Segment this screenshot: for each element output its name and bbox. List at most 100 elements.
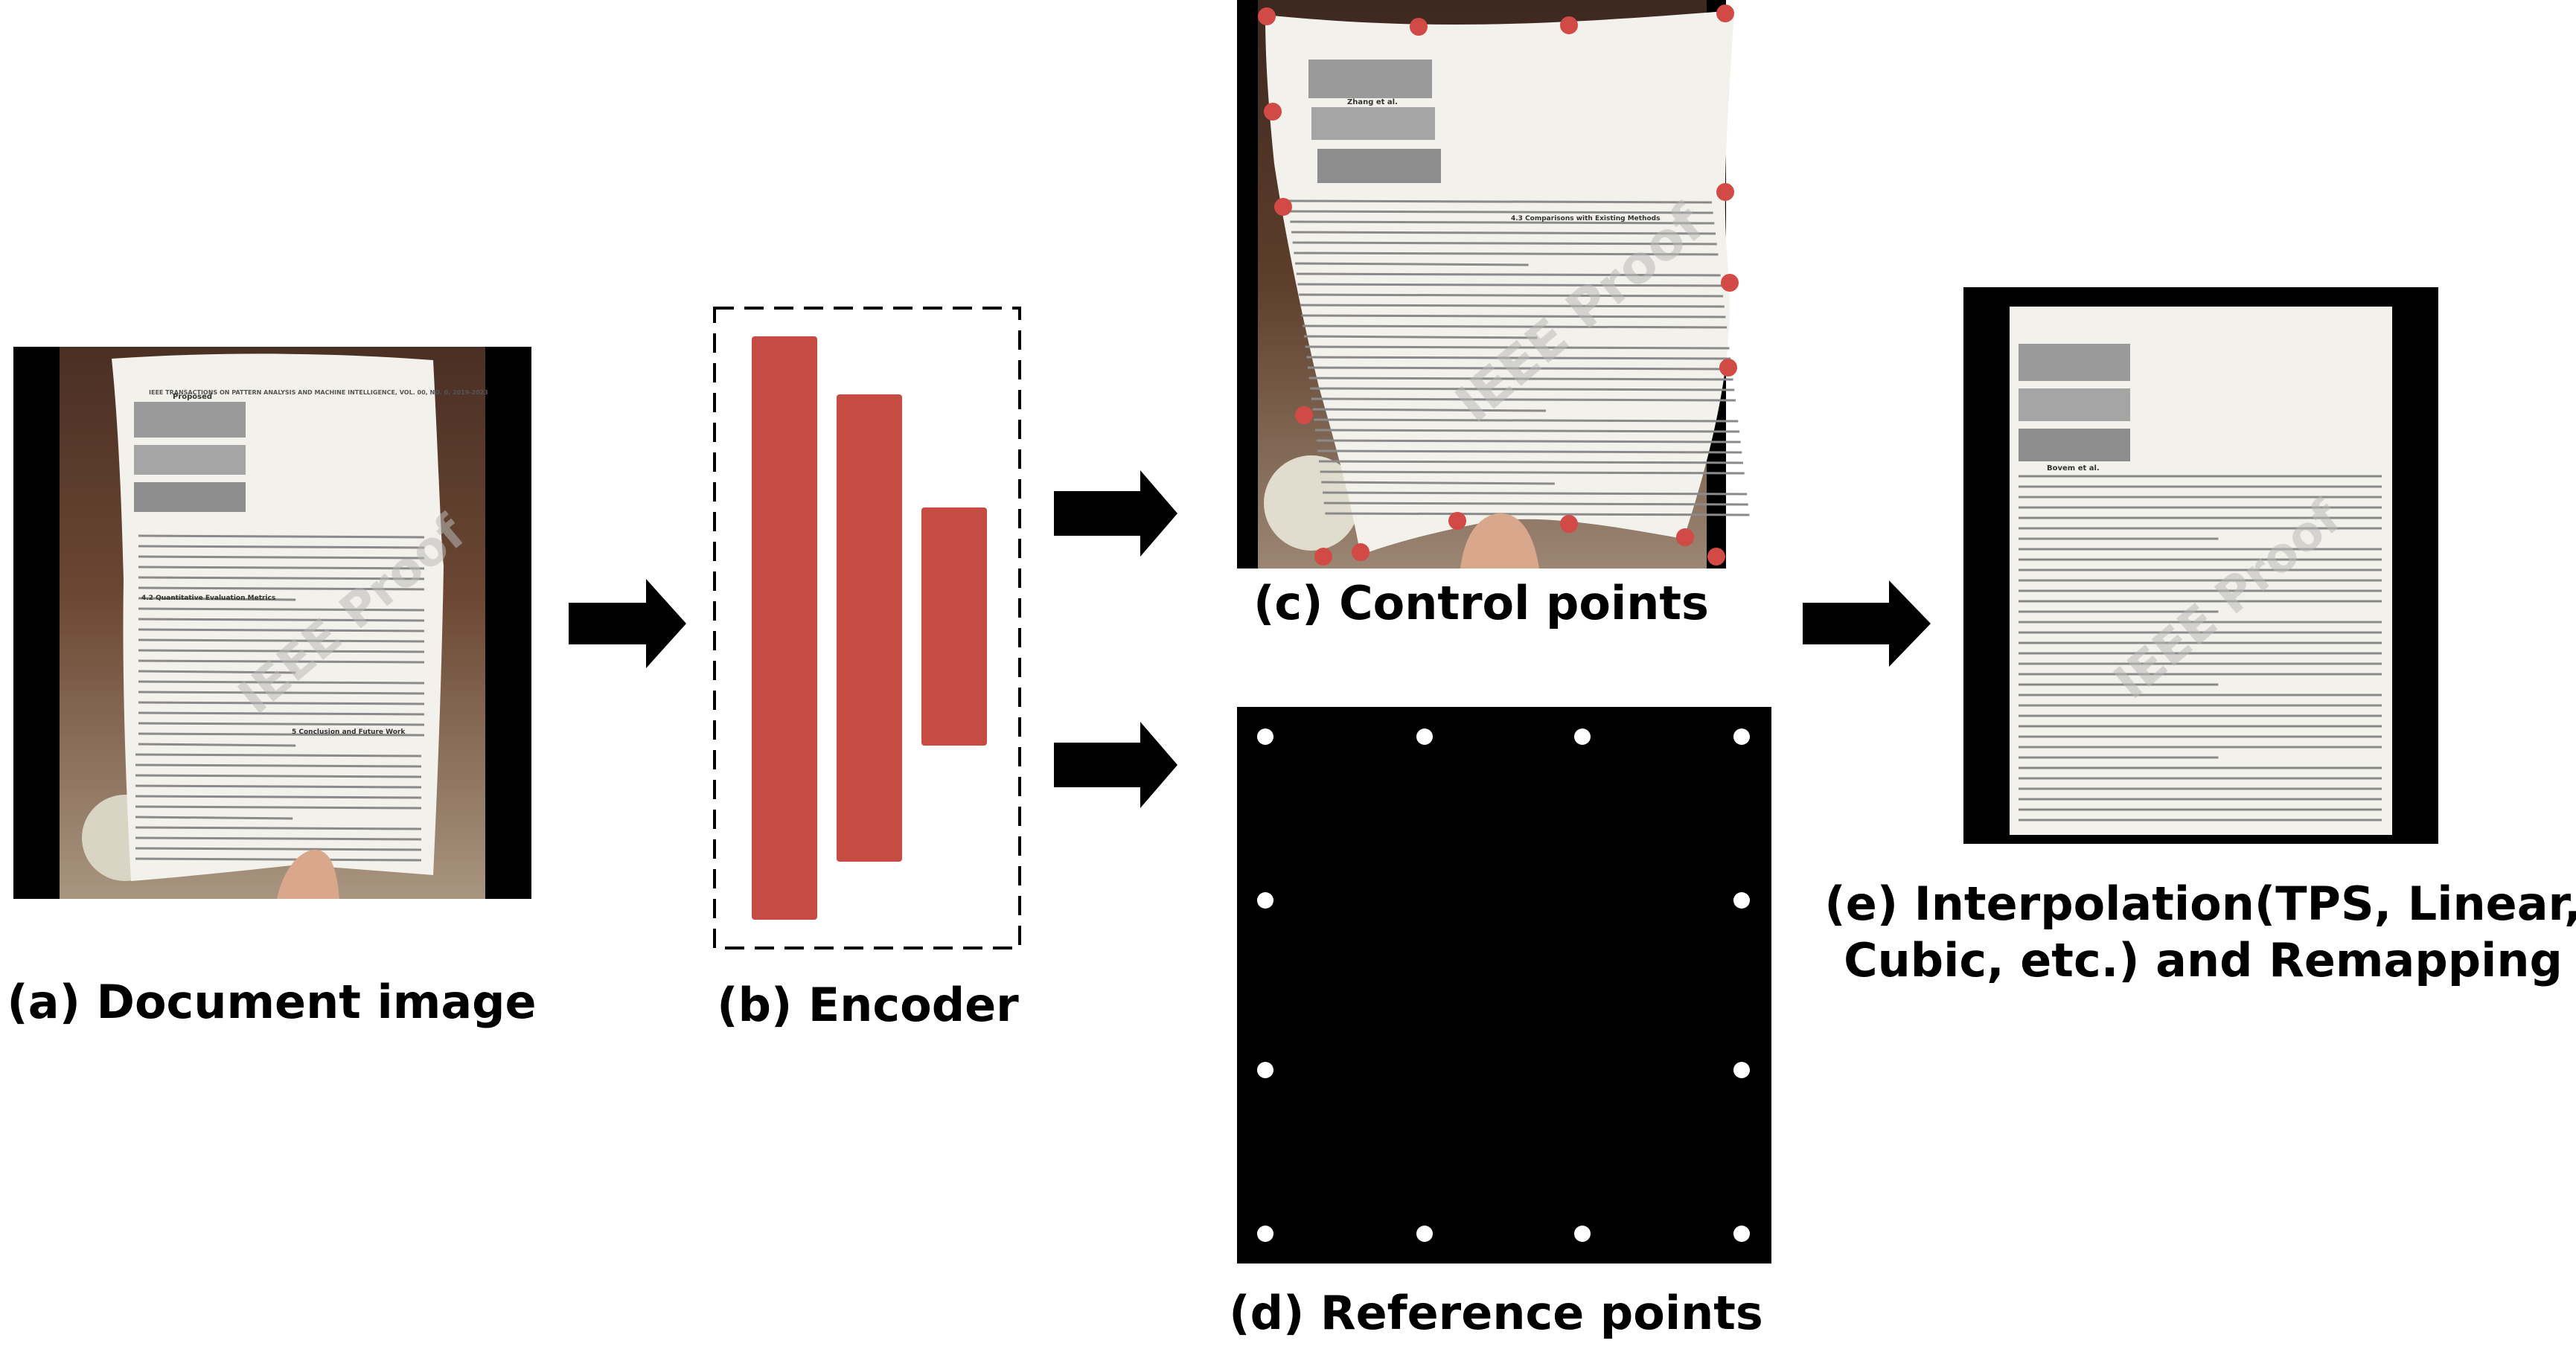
text-line xyxy=(1323,491,1748,496)
results-table xyxy=(1311,107,1435,140)
reference-points-panel: (d) Reference points xyxy=(1229,707,1771,1340)
text-line xyxy=(1303,324,1728,329)
results-table xyxy=(2019,388,2130,421)
text-line xyxy=(138,680,425,685)
reference-point xyxy=(1733,1226,1750,1242)
text-line xyxy=(1305,345,1730,350)
reference-point xyxy=(1257,892,1273,909)
table-title: Bovem et al. xyxy=(2047,464,2100,473)
results-table xyxy=(134,402,246,438)
text-line xyxy=(135,847,422,851)
arrow-right-icon xyxy=(1803,580,1931,667)
text-line xyxy=(1303,335,1538,339)
results-table xyxy=(134,482,246,512)
text-line xyxy=(138,691,425,695)
results-table xyxy=(1308,60,1432,98)
control-point xyxy=(1448,512,1466,530)
text-line xyxy=(138,743,296,747)
control-point xyxy=(1560,515,1578,533)
reference-point-markers xyxy=(1257,728,1750,1242)
text-line xyxy=(138,534,425,539)
text-line xyxy=(138,566,425,570)
text-line xyxy=(138,545,425,549)
text-line xyxy=(138,732,425,737)
reference-point xyxy=(1416,728,1433,745)
text-line xyxy=(1287,199,1713,204)
reference-point xyxy=(1733,892,1750,909)
text-line xyxy=(1295,262,1529,266)
control-point xyxy=(1716,183,1734,201)
text-line xyxy=(138,649,425,653)
page-text-lines xyxy=(1287,199,1750,516)
text-line xyxy=(135,805,422,810)
control-point xyxy=(1707,548,1725,566)
text-line xyxy=(135,784,422,789)
page-text-lines xyxy=(2019,475,2382,821)
reference-point xyxy=(1574,728,1591,745)
text-line xyxy=(138,576,425,580)
reference-point xyxy=(1733,728,1750,745)
text-line xyxy=(138,618,425,622)
reference-points-caption: (d) Reference points xyxy=(1229,1286,1763,1340)
reference-grid-canvas xyxy=(1237,707,1771,1263)
text-line xyxy=(138,607,425,612)
text-line xyxy=(138,722,425,726)
arrow-right-icon xyxy=(569,579,686,668)
text-line xyxy=(1311,397,1736,402)
control-point-markers xyxy=(1258,4,1739,566)
text-line xyxy=(138,711,425,716)
text-line xyxy=(1323,502,1748,506)
text-line xyxy=(1299,293,1724,298)
text-line xyxy=(1307,366,1732,371)
text-line xyxy=(135,774,422,778)
control-point xyxy=(1721,274,1739,292)
interpolation-caption-line-1: (e) Interpolation(TPS, Linear, xyxy=(1824,877,2576,931)
encoder-dashed-box xyxy=(713,307,1021,949)
encoder-caption: (b) Encoder xyxy=(717,978,1019,1032)
header-line: IEEE TRANSACTIONS ON PATTERN ANALYSIS AN… xyxy=(149,389,488,396)
encoder-panel: (b) Encoder xyxy=(713,307,1021,1032)
arrow-right-icon xyxy=(1054,470,1177,557)
hand xyxy=(277,849,339,899)
text-line xyxy=(1290,220,1715,225)
section-heading: 5 Conclusion and Future Work xyxy=(292,728,406,736)
reference-point xyxy=(1733,1062,1750,1078)
control-point xyxy=(1314,548,1332,566)
text-line xyxy=(1320,470,1745,475)
encoder-layer-1 xyxy=(752,336,817,920)
reference-point xyxy=(1257,1062,1273,1078)
text-line xyxy=(1296,272,1721,277)
control-point xyxy=(1719,359,1737,377)
section-heading: 4.2 Quantitative Evaluation Metrics xyxy=(141,595,275,602)
text-line xyxy=(135,857,422,862)
document-image-panel: IEEE TRANSACTIONS ON PATTERN ANALYSIS AN… xyxy=(7,347,537,1029)
results-table xyxy=(2019,344,2130,381)
interpolation-caption-line-2: Cubic, etc.) and Remapping xyxy=(1844,933,2563,987)
table-title: Zhang et al. xyxy=(1347,98,1398,106)
control-point xyxy=(1716,4,1734,22)
text-line xyxy=(138,597,296,601)
control-point xyxy=(1352,543,1370,561)
text-line xyxy=(138,670,296,674)
text-line xyxy=(1321,481,1555,485)
text-line xyxy=(1316,439,1741,443)
text-line xyxy=(135,826,422,830)
hand xyxy=(1460,513,1539,568)
reference-point xyxy=(1257,728,1273,745)
text-line xyxy=(138,701,425,705)
control-points-caption: (c) Control points xyxy=(1253,576,1709,630)
text-line xyxy=(1314,429,1739,433)
text-line xyxy=(1291,231,1716,235)
text-line xyxy=(1292,241,1717,246)
text-line xyxy=(1312,408,1547,412)
control-point xyxy=(1264,103,1282,121)
reference-point xyxy=(1416,1226,1433,1242)
text-line xyxy=(1297,283,1722,287)
text-line xyxy=(1301,314,1726,318)
text-line xyxy=(1310,387,1735,391)
text-line xyxy=(1317,449,1742,454)
text-line xyxy=(1325,512,1750,516)
results-table xyxy=(2019,429,2130,461)
text-line xyxy=(138,586,425,591)
